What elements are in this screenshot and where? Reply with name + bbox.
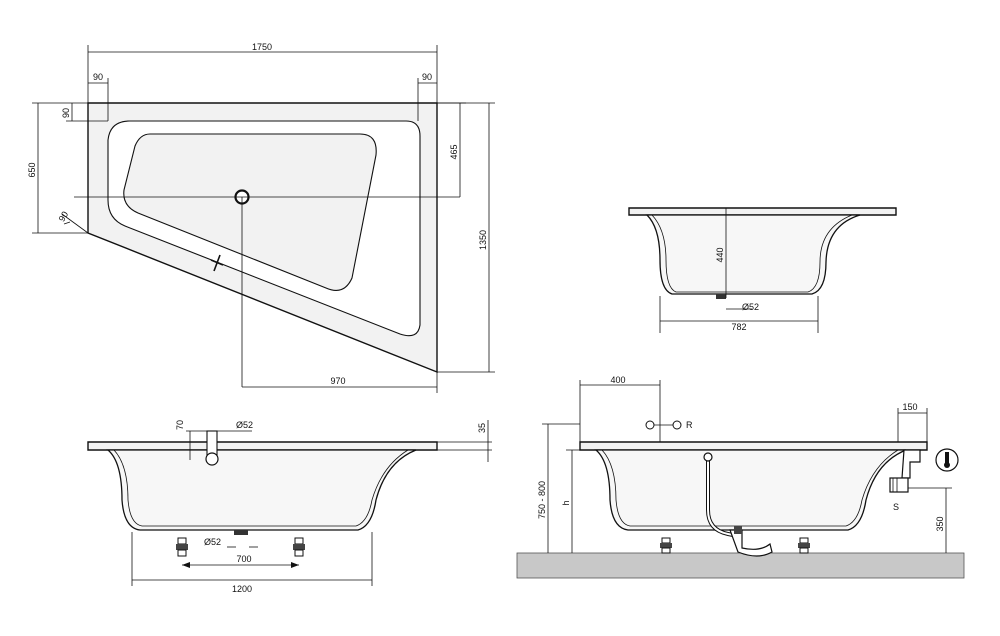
tub-rim-install: [579, 441, 928, 451]
foot-right: [293, 537, 305, 557]
tap-r-left: [645, 420, 655, 430]
dim-overflow-dia52: Ø52: [236, 420, 253, 430]
top-view: 1750 90 90 650 90 90 465 1350 970: [27, 42, 495, 393]
dim-70: 70: [175, 420, 185, 430]
dim-465: 465: [449, 144, 459, 159]
dim-782: 782: [731, 322, 746, 332]
label-h: h: [561, 500, 571, 505]
dim-970: 970: [330, 376, 345, 386]
tub-body-front: [106, 449, 417, 531]
trap: [729, 529, 773, 557]
dim-650: 650: [27, 162, 37, 177]
dim-90-right: 90: [422, 72, 432, 82]
overflow-outlet: [205, 452, 219, 466]
label-s: S: [893, 502, 899, 512]
dim-400: 400: [610, 375, 625, 385]
foot-left: [176, 537, 188, 557]
dim-1750: 1750: [252, 42, 272, 52]
install-view: 400 R 150 S 350 750 - 800 h: [516, 375, 965, 579]
dim-drain-dia52: Ø52: [204, 537, 221, 547]
install-foot-left: [660, 537, 672, 554]
tap-r-right: [672, 420, 682, 430]
dim-1350: 1350: [478, 230, 488, 250]
dim-90-top: 90: [61, 108, 71, 118]
dim-150: 150: [902, 402, 917, 412]
side-view: 440 Ø52 782: [628, 207, 897, 333]
tub-rim-side: [628, 207, 897, 216]
tub-body-side: [645, 214, 861, 295]
dim-750-800: 750 - 800: [537, 481, 547, 519]
tub-rim-front: [87, 441, 438, 451]
drain-fitting-front: [234, 530, 248, 535]
dim-90-left: 90: [93, 72, 103, 82]
drain-fitting-side: [716, 294, 726, 299]
label-r: R: [686, 420, 693, 430]
dim-350: 350: [935, 516, 945, 531]
thermometer-icon: [935, 448, 959, 472]
tub-basin: [123, 133, 377, 291]
floor: [516, 552, 965, 579]
tub-body-install: [594, 449, 907, 531]
side-trap: [901, 449, 921, 479]
dim-90-diagonal: 90: [57, 210, 71, 224]
dim-35: 35: [477, 423, 487, 433]
dim-1200: 1200: [232, 584, 252, 594]
dim-700: 700: [236, 554, 251, 564]
dim-440: 440: [715, 247, 725, 262]
install-foot-right: [798, 537, 810, 554]
dim-side-dia52: Ø52: [742, 302, 759, 312]
front-view: 70 Ø52 35 Ø52 700 1200: [87, 420, 492, 594]
